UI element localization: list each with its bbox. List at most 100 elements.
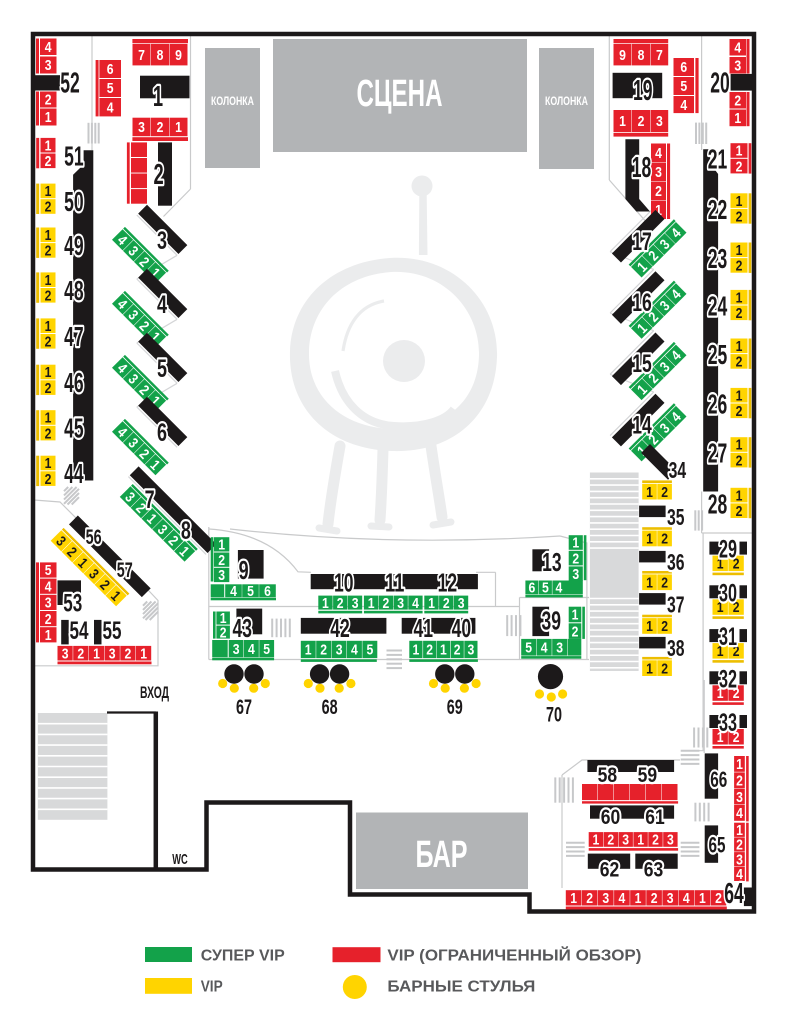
svg-text:1: 1 xyxy=(572,536,579,552)
svg-text:1: 1 xyxy=(736,290,743,306)
svg-text:VIP: VIP xyxy=(201,979,223,996)
svg-text:46: 46 xyxy=(64,367,84,398)
svg-text:2: 2 xyxy=(45,426,52,442)
svg-text:6: 6 xyxy=(157,419,167,447)
svg-text:50: 50 xyxy=(64,186,84,217)
svg-text:38: 38 xyxy=(667,635,685,661)
svg-text:2: 2 xyxy=(45,93,52,109)
svg-text:4: 4 xyxy=(683,891,690,907)
svg-text:2: 2 xyxy=(337,596,344,612)
svg-text:56: 56 xyxy=(86,526,102,549)
svg-text:1: 1 xyxy=(45,319,52,335)
svg-text:17: 17 xyxy=(632,228,652,256)
svg-text:3: 3 xyxy=(62,646,69,662)
svg-text:1: 1 xyxy=(646,576,653,592)
svg-text:БАРНЫЕ СТУЛЬЯ: БАРНЫЕ СТУЛЬЯ xyxy=(387,979,535,996)
svg-text:27: 27 xyxy=(708,438,728,469)
svg-text:3: 3 xyxy=(157,227,167,255)
svg-text:4: 4 xyxy=(680,98,687,114)
svg-text:44: 44 xyxy=(64,458,84,489)
svg-text:51: 51 xyxy=(64,140,84,171)
svg-text:1: 1 xyxy=(153,81,163,113)
svg-text:6: 6 xyxy=(529,581,536,597)
svg-text:3: 3 xyxy=(218,568,225,584)
svg-text:3: 3 xyxy=(138,120,145,136)
svg-text:69: 69 xyxy=(447,695,463,719)
svg-text:1: 1 xyxy=(736,194,743,210)
svg-text:4: 4 xyxy=(412,596,419,612)
svg-text:2: 2 xyxy=(607,833,614,849)
svg-text:3: 3 xyxy=(736,790,743,806)
svg-text:41: 41 xyxy=(414,613,434,643)
svg-text:2: 2 xyxy=(454,643,461,659)
svg-text:2: 2 xyxy=(661,661,668,677)
svg-text:2: 2 xyxy=(733,644,740,660)
svg-text:3: 3 xyxy=(397,596,404,612)
svg-text:3: 3 xyxy=(352,596,359,612)
svg-text:4: 4 xyxy=(556,581,563,597)
svg-text:66: 66 xyxy=(710,767,727,792)
svg-text:1: 1 xyxy=(140,646,147,662)
svg-text:1: 1 xyxy=(646,661,653,677)
svg-text:2: 2 xyxy=(586,891,593,907)
svg-text:5: 5 xyxy=(107,81,114,97)
svg-text:2: 2 xyxy=(733,730,740,746)
svg-text:1: 1 xyxy=(45,411,52,427)
svg-text:3: 3 xyxy=(458,596,465,612)
svg-text:4: 4 xyxy=(107,100,114,116)
svg-text:23: 23 xyxy=(708,243,728,274)
svg-text:9: 9 xyxy=(619,48,626,64)
svg-text:1: 1 xyxy=(220,611,227,627)
svg-text:70: 70 xyxy=(546,703,562,727)
svg-text:1: 1 xyxy=(717,644,724,660)
svg-text:1: 1 xyxy=(717,557,724,573)
svg-text:62: 62 xyxy=(600,859,620,882)
svg-text:1: 1 xyxy=(736,144,743,160)
svg-text:3: 3 xyxy=(109,646,116,662)
svg-text:2: 2 xyxy=(655,184,662,200)
svg-text:2: 2 xyxy=(443,596,450,612)
svg-text:35: 35 xyxy=(667,504,685,530)
svg-text:57: 57 xyxy=(117,559,133,582)
svg-text:6: 6 xyxy=(680,60,687,76)
svg-text:60: 60 xyxy=(601,806,621,829)
svg-text:40: 40 xyxy=(452,613,472,643)
svg-text:2: 2 xyxy=(125,646,132,662)
svg-text:20: 20 xyxy=(710,68,730,100)
svg-text:2: 2 xyxy=(77,646,84,662)
svg-text:2: 2 xyxy=(45,381,52,397)
svg-text:2: 2 xyxy=(736,306,743,322)
svg-text:63: 63 xyxy=(644,859,664,882)
svg-text:28: 28 xyxy=(708,488,728,519)
svg-text:1: 1 xyxy=(93,646,100,662)
svg-text:1: 1 xyxy=(305,643,312,659)
svg-text:3: 3 xyxy=(655,165,662,181)
svg-text:5: 5 xyxy=(680,79,687,95)
svg-text:ВХОД: ВХОД xyxy=(140,683,169,702)
svg-text:9: 9 xyxy=(175,48,182,64)
svg-text:1: 1 xyxy=(736,339,743,355)
svg-text:КОЛОНКА: КОЛОНКА xyxy=(211,96,254,108)
svg-text:14: 14 xyxy=(632,412,652,440)
svg-text:3: 3 xyxy=(656,114,663,130)
svg-text:4: 4 xyxy=(736,867,743,883)
svg-text:1: 1 xyxy=(646,485,653,501)
svg-text:26: 26 xyxy=(708,388,728,419)
svg-text:7: 7 xyxy=(145,486,155,514)
svg-text:1: 1 xyxy=(322,596,329,612)
svg-text:12: 12 xyxy=(438,567,458,597)
svg-text:1: 1 xyxy=(646,532,653,548)
svg-text:1: 1 xyxy=(646,619,653,635)
svg-text:4: 4 xyxy=(541,641,548,657)
svg-text:48: 48 xyxy=(64,275,84,306)
svg-text:4: 4 xyxy=(157,291,167,319)
svg-text:5: 5 xyxy=(247,584,254,600)
svg-text:24: 24 xyxy=(708,290,728,321)
svg-text:1: 1 xyxy=(45,273,52,289)
svg-text:1: 1 xyxy=(175,120,182,136)
svg-text:3: 3 xyxy=(556,641,563,657)
svg-text:43: 43 xyxy=(232,613,252,643)
svg-text:30: 30 xyxy=(719,579,737,607)
svg-text:4: 4 xyxy=(655,146,662,162)
svg-text:2: 2 xyxy=(736,159,743,175)
